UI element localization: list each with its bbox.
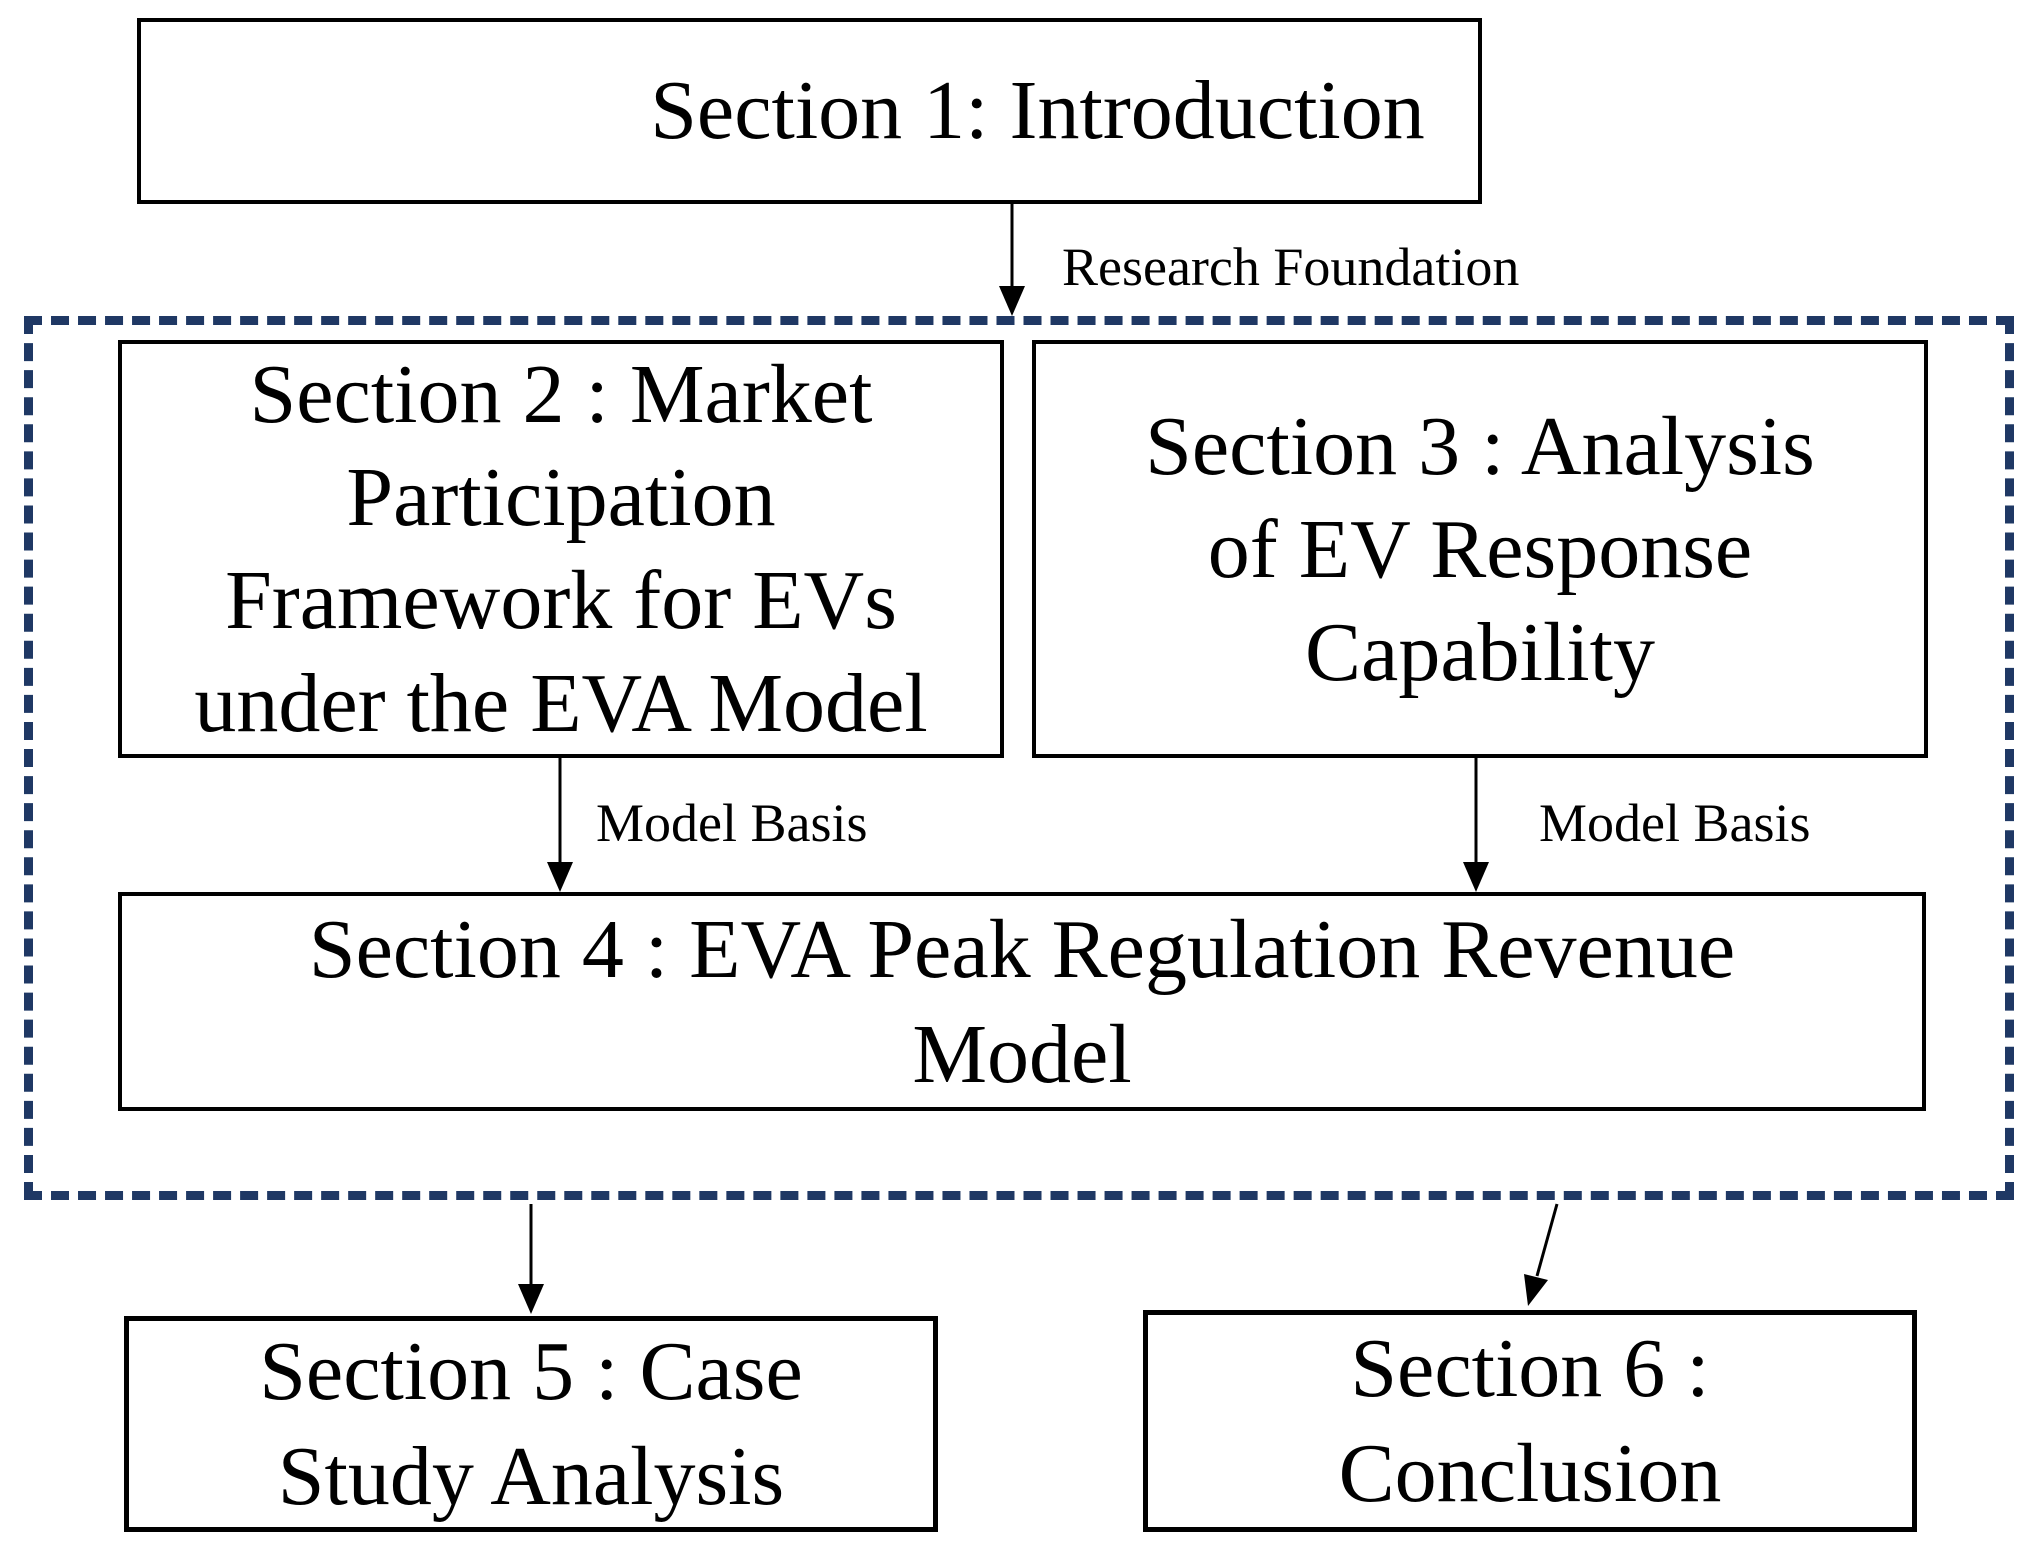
node-section5-title: Section 5 : Case Study Analysis	[259, 1325, 803, 1523]
node-section1: Section 1: Introduction	[137, 18, 1482, 204]
node-section3-title: Section 3 : Analysis of EV Response Capa…	[1145, 399, 1815, 699]
node-section2: Section 2 : Market Participation Framewo…	[118, 340, 1004, 758]
arrow-group-to-section5	[518, 1204, 544, 1314]
node-section6: Section 6 : Conclusion	[1143, 1310, 1917, 1532]
node-section4-title: Section 4 : EVA Peak Regulation Revenue …	[308, 902, 1736, 1101]
core-model-group-border	[24, 316, 2014, 1200]
edge-label-model-basis-left: Model Basis	[596, 793, 868, 853]
node-section3: Section 3 : Analysis of EV Response Capa…	[1032, 340, 1928, 758]
node-section5: Section 5 : Case Study Analysis	[124, 1316, 938, 1532]
node-section1-title: Section 1: Introduction	[650, 64, 1425, 157]
node-section6-title: Section 6 : Conclusion	[1338, 1322, 1722, 1520]
edge-label-model-basis-right: Model Basis	[1539, 793, 1811, 853]
edge-label-research-foundation: Research Foundation	[1062, 237, 1520, 297]
node-section4: Section 4 : EVA Peak Regulation Revenue …	[118, 892, 1926, 1111]
node-section2-title: Section 2 : Market Participation Framewo…	[194, 348, 928, 750]
arrow-group-to-section6	[1524, 1203, 1559, 1306]
arrow-section1-to-group	[999, 204, 1025, 316]
